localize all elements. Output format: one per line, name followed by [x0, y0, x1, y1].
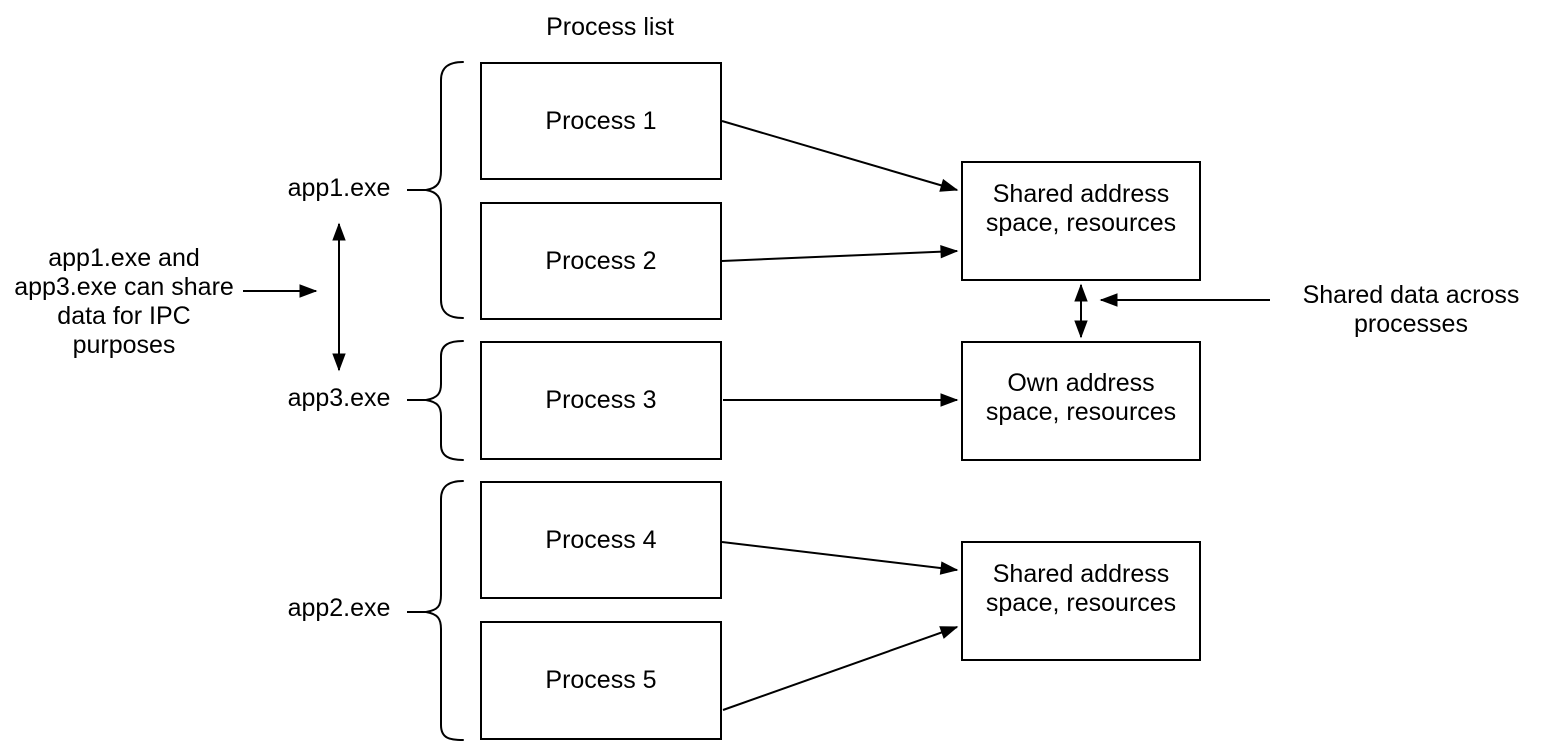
brace-app2: [425, 480, 464, 741]
annotation-shared-data: Shared data across processes: [1302, 281, 1520, 338]
box-process-4-label: Process 4: [545, 525, 657, 554]
box-process-1-label: Process 1: [545, 106, 657, 135]
box-shared-address-bottom-label: Shared address space, resources: [985, 560, 1177, 617]
box-process-2-label: Process 2: [545, 246, 657, 275]
brace-app3: [425, 340, 464, 461]
box-process-2: Process 2: [480, 202, 722, 320]
box-process-4: Process 4: [480, 481, 722, 599]
box-own-address: Own address space, resources: [961, 341, 1201, 461]
arrow-process4-to-shared-bottom: [721, 541, 959, 575]
box-shared-address-bottom: Shared address space, resources: [961, 541, 1201, 661]
box-process-1: Process 1: [480, 62, 722, 180]
diagram-title: Process list: [546, 13, 674, 41]
arrow-process5-to-shared-bottom: [722, 626, 959, 711]
label-app3-exe: app3.exe: [287, 384, 391, 412]
box-process-5-label: Process 5: [545, 666, 657, 694]
brace-app1: [425, 61, 464, 319]
box-process-3: Process 3: [480, 341, 722, 460]
arrow-process2-to-shared-top: [721, 244, 959, 262]
label-app2-exe: app2.exe: [287, 594, 391, 622]
annotation-ipc: app1.exe and app3.exe can share data for…: [14, 244, 234, 359]
box-shared-address-top-label: Shared address space, resources: [985, 180, 1177, 237]
box-process-5: Process 5: [480, 621, 722, 740]
box-process-3-label: Process 3: [545, 386, 657, 414]
box-own-address-label: Own address space, resources: [985, 369, 1177, 426]
box-shared-address-top: Shared address space, resources: [961, 161, 1201, 281]
arrow-process1-to-shared-top: [721, 120, 959, 192]
label-app1-exe: app1.exe: [287, 174, 391, 202]
